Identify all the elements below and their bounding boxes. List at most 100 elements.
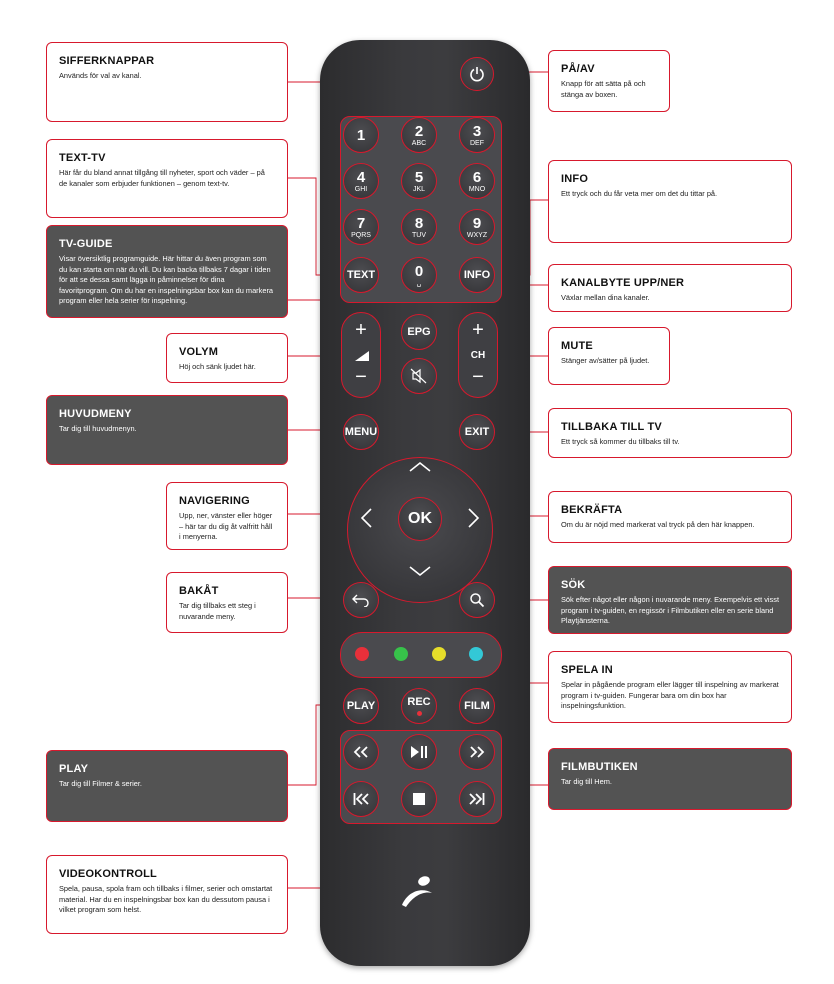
telia-logo-icon — [402, 876, 432, 907]
callout-text: Höj och sänk ljudet här. — [179, 362, 256, 371]
callout-title: BEKRÄFTA — [561, 504, 623, 516]
digit-7-letters: PQRS — [351, 231, 371, 239]
text-tv-label: TEXT — [346, 268, 376, 281]
green-button[interactable] — [394, 647, 408, 661]
channel-up-button[interactable]: + — [472, 319, 484, 341]
callout-title: TV-GUIDE — [59, 238, 113, 250]
ok-label: OK — [408, 510, 432, 527]
channel-down-button[interactable]: − — [472, 366, 484, 388]
callout-videokontroll: VIDEOKONTROLL Spela, pausa, spola fram o… — [46, 855, 288, 934]
callout-sok: SÖK Sök efter något eller någon i nuvara… — [548, 566, 792, 634]
power-button[interactable] — [460, 57, 494, 91]
digit-5-label: 5 — [414, 168, 424, 186]
digit-6-label: 6 — [472, 168, 482, 186]
red-button[interactable] — [355, 647, 369, 661]
rewind-button[interactable] — [343, 734, 379, 770]
menu-label: MENU — [344, 425, 378, 438]
arrow-right-icon — [468, 508, 480, 528]
skip-back-icon — [353, 793, 369, 805]
film-button[interactable]: FILM — [459, 688, 495, 724]
volume-up-button[interactable]: + — [355, 319, 367, 341]
arrow-down-icon — [409, 566, 431, 577]
epg-button[interactable]: EPG — [401, 314, 437, 350]
callout-text: Växlar mellan dina kanaler. — [561, 293, 650, 302]
channel-rocker[interactable]: + CH − — [458, 312, 498, 398]
film-label: FILM — [464, 699, 490, 712]
play-pause-icon — [411, 746, 427, 758]
rec-label: REC — [407, 695, 431, 708]
volume-level-icon — [355, 351, 369, 361]
callout-text: Tar dig till huvudmenyn. — [59, 424, 137, 433]
callout-title: PÅ/AV — [561, 63, 595, 75]
volume-down-button[interactable]: − — [355, 366, 367, 388]
callout-text: Knapp för att sätta på och stänga av box… — [561, 79, 646, 99]
skip-forward-icon — [469, 793, 485, 805]
digit-2-label: 2 — [414, 122, 424, 140]
digit-5-letters: JKL — [412, 185, 426, 193]
arrow-left-icon — [360, 508, 372, 528]
callout-title: MUTE — [561, 340, 593, 352]
callout-title: VIDEOKONTROLL — [59, 868, 157, 880]
search-button[interactable] — [459, 582, 495, 618]
callout-text: Upp, ner, vänster eller höger – här tar … — [179, 511, 273, 541]
back-button[interactable] — [343, 582, 379, 618]
volume-rocker[interactable]: + − — [341, 312, 381, 398]
play-button[interactable]: PLAY — [343, 688, 379, 724]
skip-forward-button[interactable] — [459, 781, 495, 817]
callout-title: VOLYM — [179, 346, 219, 358]
callout-kanalbyte: KANALBYTE UPP/NER Växlar mellan dina kan… — [548, 264, 792, 312]
stop-icon — [413, 793, 425, 805]
callout-huvudmeny: HUVUDMENY Tar dig till huvudmenyn. — [46, 395, 288, 465]
callout-bakat: BAKÅT Tar dig tillbaks ett steg i nuvara… — [166, 572, 288, 633]
callout-title: KANALBYTE UPP/NER — [561, 277, 685, 289]
info-button[interactable]: INFO — [459, 257, 495, 293]
space-icon: ␣ — [416, 279, 422, 287]
callout-title: FILMBUTIKEN — [561, 761, 638, 773]
digit-8-label: 8 — [414, 214, 424, 232]
callout-text: Om du är nöjd med markerat val tryck på … — [561, 520, 755, 529]
callout-mute: MUTE Stänger av/sätter på ljudet. — [548, 327, 670, 385]
yellow-button[interactable] — [432, 647, 446, 661]
fast-forward-button[interactable] — [459, 734, 495, 770]
rec-button[interactable]: REC — [401, 688, 437, 724]
rewind-icon — [353, 746, 368, 758]
skip-back-button[interactable] — [343, 781, 379, 817]
menu-button[interactable]: MENU — [343, 414, 379, 450]
digit-0-button[interactable]: 0␣ — [401, 257, 437, 293]
callout-text-tv: TEXT-TV Här får du bland annat tillgång … — [46, 139, 288, 218]
blue-button[interactable] — [469, 647, 483, 661]
callout-text: Tar dig till Hem. — [561, 777, 612, 786]
callout-sifferknappar: SIFFERKNAPPAR Används för val av kanal. — [46, 42, 288, 122]
stop-button[interactable] — [401, 781, 437, 817]
callout-text: Stänger av/sätter på ljudet. — [561, 356, 650, 365]
mute-button[interactable] — [401, 358, 437, 394]
digit-2-letters: ABC — [411, 139, 427, 147]
callout-info: INFO Ett tryck och du får veta mer om de… — [548, 160, 792, 243]
digit-8-letters: TUV — [412, 231, 426, 239]
callout-bekrafta: BEKRÄFTA Om du är nöjd med markerat val … — [548, 491, 792, 543]
digit-7-label: 7 — [356, 214, 366, 232]
play-label: PLAY — [346, 699, 376, 712]
fast-forward-icon — [470, 746, 485, 758]
callout-filmbutiken: FILMBUTIKEN Tar dig till Hem. — [548, 748, 792, 810]
callout-title: PLAY — [59, 763, 89, 775]
callout-volym: VOLYM Höj och sänk ljudet här. — [166, 333, 288, 383]
play-pause-button[interactable] — [401, 734, 437, 770]
digit-4-label: 4 — [356, 168, 366, 186]
digit-1-button[interactable]: 1 — [343, 117, 379, 153]
text-tv-button[interactable]: TEXT — [343, 257, 379, 293]
exit-button[interactable]: EXIT — [459, 414, 495, 450]
callout-text: Tar dig till Filmer & serier. — [59, 779, 142, 788]
ok-button[interactable]: OK — [398, 497, 442, 541]
mute-icon — [410, 368, 427, 384]
power-icon — [470, 67, 484, 82]
